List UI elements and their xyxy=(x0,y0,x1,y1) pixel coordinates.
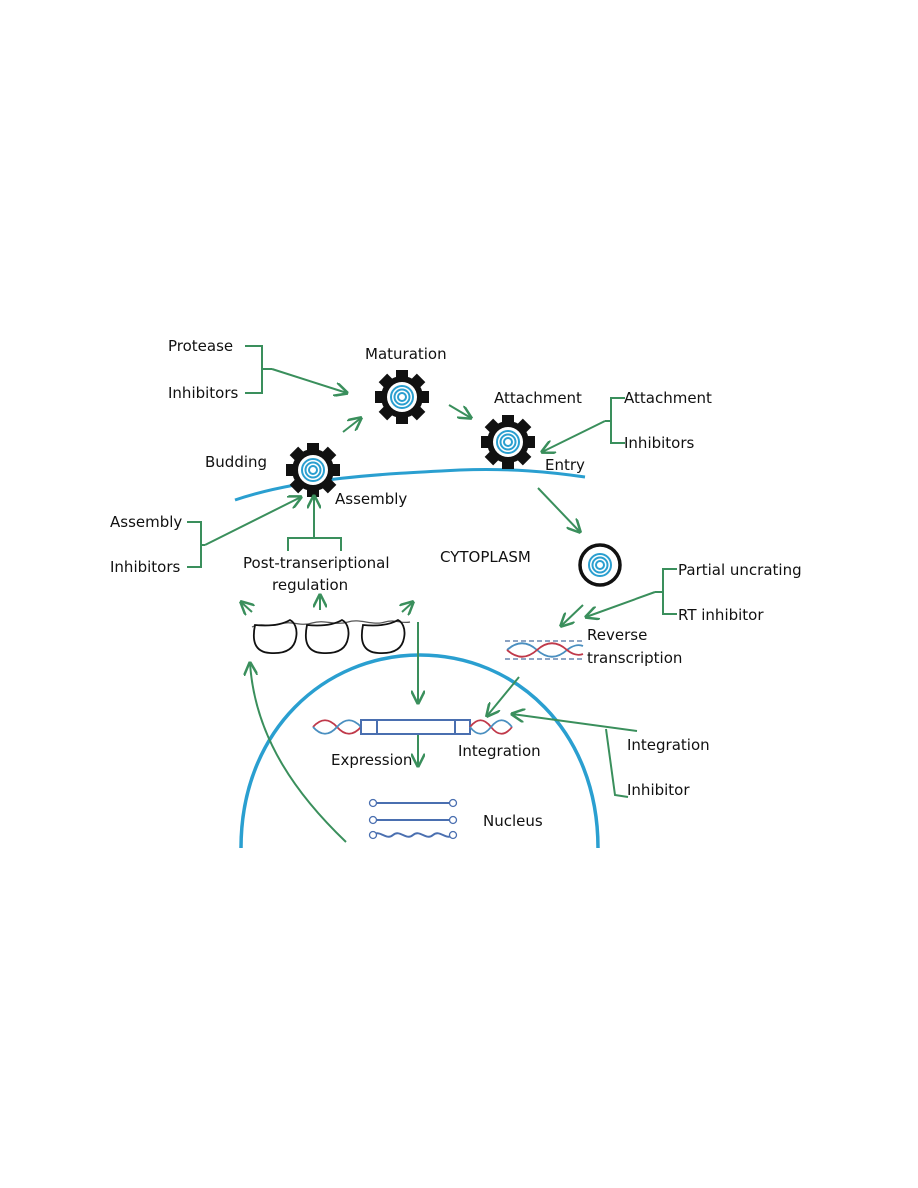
entry-to-uncoating-arrow xyxy=(537,487,580,532)
uncrating-inhibitor-arrow xyxy=(586,591,656,617)
integration-inhibitor-arrow xyxy=(512,714,638,732)
integration-bracket xyxy=(605,728,629,798)
assembly-label: Assembly xyxy=(335,490,407,508)
assembly-inhibitor-name-label: Assembly xyxy=(110,513,182,531)
attachment-inhibitors-label: Inhibitors xyxy=(624,434,695,452)
budding-to-maturation-arrow xyxy=(342,418,361,433)
protease-bracket xyxy=(245,345,272,394)
regulation-label: regulation xyxy=(272,576,348,594)
transcription-label: transcription xyxy=(587,649,682,667)
post-transcriptional-bracket xyxy=(287,537,342,551)
integrated-provirus-icon xyxy=(312,719,513,735)
rt-to-integration-arrow xyxy=(487,676,520,716)
maturation-to-attachment-arrow xyxy=(448,404,471,418)
protease-label: Protease xyxy=(168,337,233,355)
expression-label: Expression xyxy=(331,751,412,769)
assembly-inhibitors-label: Inhibitors xyxy=(110,558,181,576)
maturation-label: Maturation xyxy=(365,345,447,363)
partial-uncrating-label: Partial uncrating xyxy=(678,561,802,579)
chromosome-icon xyxy=(368,798,458,840)
ribosome-2 xyxy=(304,618,350,655)
attachment-label: Attachment xyxy=(494,389,582,407)
protease-inhibitor-arrow xyxy=(271,368,347,393)
ribosome-3 xyxy=(360,618,406,655)
budding-gear-icon xyxy=(286,443,340,497)
mrna-export-arrow xyxy=(250,663,347,843)
ribosome-1 xyxy=(252,618,298,655)
integration-label: Integration xyxy=(458,742,541,760)
ribosome-icon xyxy=(251,618,411,655)
budding-label: Budding xyxy=(205,453,267,471)
protease-inhibitors-label: Inhibitors xyxy=(168,384,239,402)
maturation-gear-icon xyxy=(375,370,429,424)
post-transcriptional-label: Post-transeriptional xyxy=(243,554,390,572)
attachment-gear-icon xyxy=(481,415,535,469)
cytoplasm-label: CYTOPLASM xyxy=(440,548,531,566)
attachment-inhibitor-arrow xyxy=(542,420,606,452)
attachment-inhibitor-name-label: Attachment xyxy=(624,389,712,407)
integration-inhibitor-label: Inhibitor xyxy=(627,781,690,799)
uncrating-bracket xyxy=(655,568,677,615)
nuclear-envelope xyxy=(239,653,600,849)
assembly-inhibitor-arrow xyxy=(204,497,301,546)
uncoating-to-rt-arrow xyxy=(561,604,584,626)
nucleus-label: Nucleus xyxy=(483,812,543,830)
reverse-transcription-dna-icon xyxy=(505,640,585,660)
entry-label: Entry xyxy=(545,456,585,474)
integration-inhibitor-name-label: Integration xyxy=(627,736,710,754)
reverse-label: Reverse xyxy=(587,626,647,644)
assembly-bracket xyxy=(187,521,205,568)
attachment-bracket xyxy=(605,397,625,444)
rt-inhibitor-label: RT inhibitor xyxy=(678,606,764,624)
ribosome-right-arrow xyxy=(402,602,413,612)
ribosome-left-arrow xyxy=(241,602,252,612)
entered-virion-icon xyxy=(578,543,622,587)
